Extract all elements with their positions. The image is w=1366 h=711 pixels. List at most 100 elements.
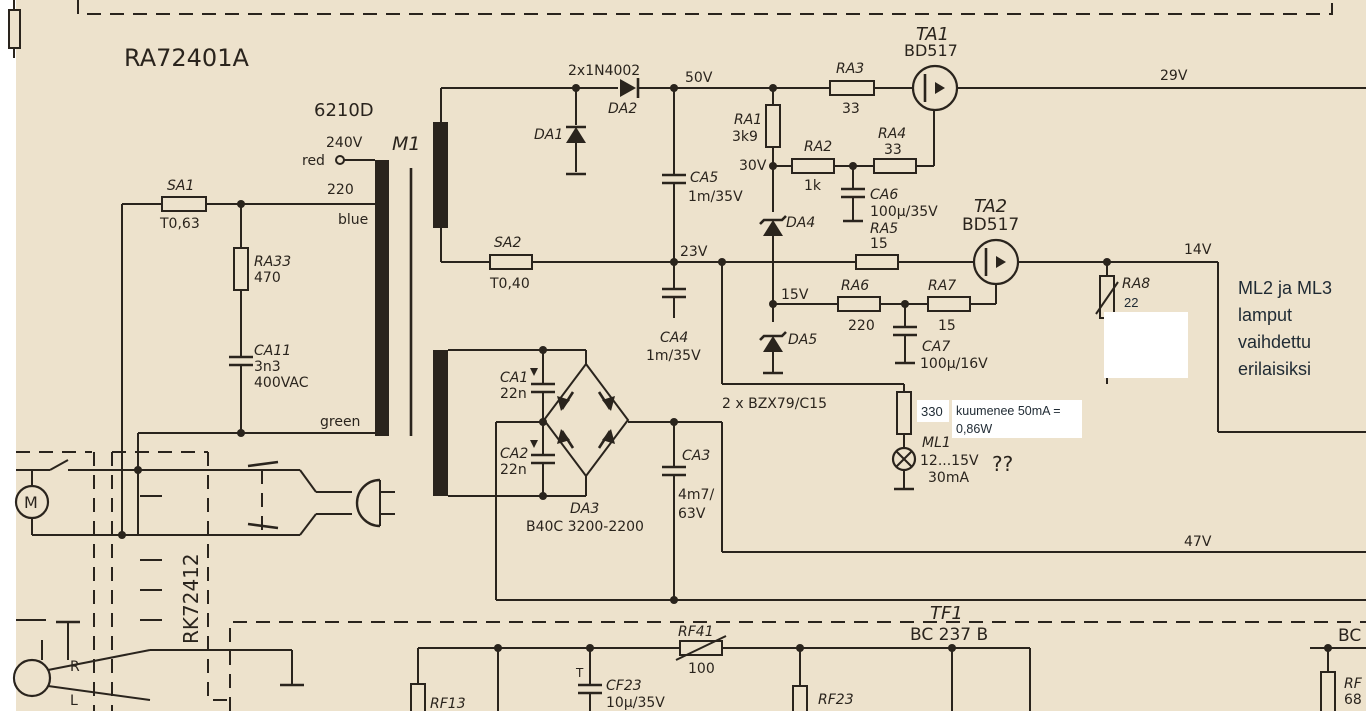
input-socket-icon [12,658,52,698]
zener-da4 [763,220,783,236]
resistor-ra6 [837,296,881,312]
lamp-note-line-3: vaihdettu [1238,332,1311,352]
ca1-ref: CA1 [500,370,528,386]
resistor-ra2 [791,158,835,174]
ca6-value: 100µ/35V [870,204,938,220]
mains-input-section: SA1 T0,63 RA33 470 CA11 3n3 400VAC [121,178,375,535]
m1-ref: M1 [392,133,420,155]
ca7-value: 100µ/16V [920,356,988,372]
voltage-15v: 15V [781,287,809,303]
ca1-value: 22n [500,386,527,402]
rf-partial-ref: RF [1344,676,1363,692]
zener-da5 [763,336,783,352]
ra2-ref: RA2 [804,139,832,155]
tap-red: red [302,153,325,169]
upper-supply: DA1 2x1N4002 DA2 50V CA5 1m/35V RA1 3k9 … [440,24,1366,262]
ca11-rating: 400VAC [254,375,309,391]
ra6-ref: RA6 [841,278,869,294]
ra8-value: 22 [1124,295,1138,310]
zener-pair-label: 2 x BZX79/C15 [722,396,827,412]
primary-winding [375,160,389,436]
tap-240v: 240V [326,135,363,151]
voltage-50v: 50V [685,70,713,86]
ca7-ref: CA7 [922,339,950,355]
ta2-ref: TA2 [974,196,1007,217]
ca2-value: 22n [500,462,527,478]
resistor-rf-partial [1320,671,1336,711]
voltage-47v: 47V [1184,534,1212,550]
rf41-value: 100 [688,661,715,677]
voltage-30v: 30V [739,158,767,174]
diode-da2 [620,79,636,97]
plug-icon [355,478,381,528]
cf23-mark: T [575,666,584,680]
rf41-ref: RF41 [678,624,714,640]
sa2-ref: SA2 [494,235,521,251]
resistor-330 [896,391,912,435]
da5-ref: DA5 [788,332,817,348]
question-marks: ?? [992,452,1013,476]
da2-type: 2x1N4002 [568,63,640,79]
ta1-type: BD517 [904,41,958,60]
ra7-ref: RA7 [928,278,956,294]
ml1-heat-note: kuumenee 50mA = [956,404,1061,418]
rf13-ref: RF13 [430,696,466,711]
diode-da1 [566,127,586,143]
ra8-ref: RA8 [1122,276,1150,292]
resistor-ra3 [829,80,875,96]
lamp-note-line-1: ML2 ja ML3 [1238,278,1332,298]
ra2-value: 1k [804,178,822,194]
fuse-sa2 [489,254,533,270]
ra1-ref: RA1 [734,112,762,128]
ra6-value: 220 [848,318,875,334]
da1-ref: DA1 [534,127,563,143]
ra7-value: 15 [938,318,956,334]
tap-220: 220 [327,182,354,198]
ra5-value: 15 [870,236,888,252]
sa2-value: T0,40 [489,276,530,292]
transformer-type-label: 6210D [314,100,374,121]
regulator-section: SA2 T0,40 23V CA4 1m/35V DA4 15V RA6 220… [441,196,1366,433]
ca6-ref: CA6 [870,187,898,203]
resistor-ra5 [855,254,899,270]
ra3-ref: RA3 [836,61,864,77]
voltage-14v: 14V [1184,242,1212,258]
ra33-value: 470 [254,270,281,286]
ra4-value: 33 [884,142,902,158]
cf23-value: 10µ/35V [606,695,665,711]
input-l-label: L [70,693,78,709]
bridge-diamond [542,362,630,478]
ml1-current: 30mA [928,470,969,486]
motor-label: M [24,493,38,512]
lamp-note: ML2 ja ML3 lamput vaihdettu erilaisiksi [1228,272,1358,384]
resistor-ra7 [927,296,971,312]
ca3-rating: 63V [678,506,706,522]
top-module-border [8,0,1333,58]
bridge-rectifier: CA1 22n CA2 22n DA3 B40C 3200-2200 CA3 4… [448,346,1366,604]
ca3-value: 4m7/ [678,487,714,503]
rk-label: RK72412 [179,553,203,644]
ra33-ref: RA33 [254,254,291,270]
lamp-note-line-4: erilaisiksi [1238,359,1311,379]
cf23-ref: CF23 [606,678,642,694]
ca4-value: 1m/35V [646,348,701,364]
tap-blue: blue [338,212,368,228]
resistor-rf23 [792,685,808,711]
da3-type: B40C 3200-2200 [526,519,644,535]
ra1-value: 3k9 [732,129,758,145]
rf-partial-value: 68 [1344,692,1362,708]
voltage-23v: 23V [680,244,708,260]
input-r-label: R [70,659,80,675]
ta1-ref: TA1 [916,24,949,45]
tf1-type: BC 237 B [910,625,988,645]
lamp-note-line-2: lamput [1238,305,1292,325]
tf1-ref: TF1 [930,603,963,624]
bc-partial-label: BC [1338,626,1361,646]
ml1-ref: ML1 [922,435,951,451]
ta2-type: BD517 [962,215,1019,235]
transformer-m1: M1 240V red 220 blue green [302,122,448,496]
left-margin [0,0,16,711]
da4-ref: DA4 [786,215,815,231]
ca3-ref: CA3 [682,448,710,464]
